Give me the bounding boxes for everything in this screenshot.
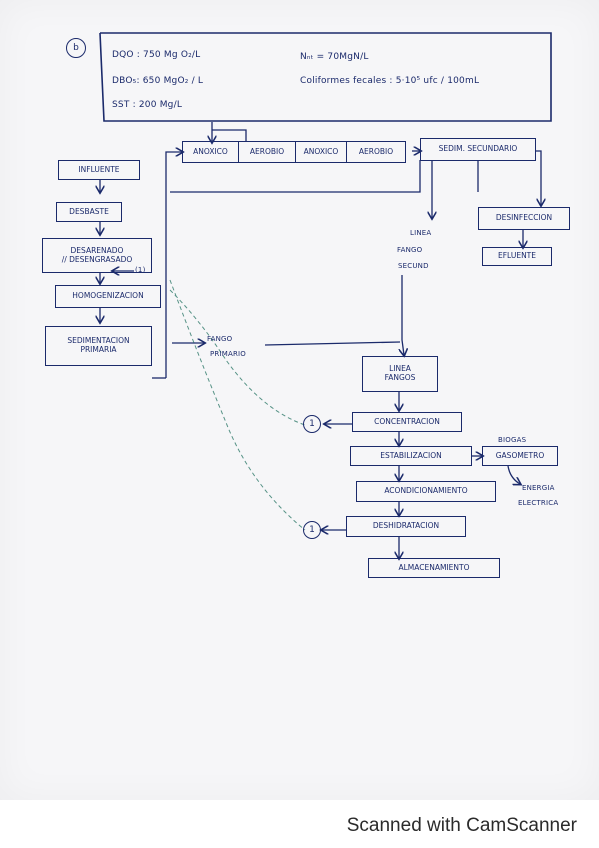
sedim-secundario-label: SEDIM. SECUNDARIO — [438, 144, 518, 154]
estabilizacion-label: ESTABILIZACION — [380, 450, 442, 460]
camscanner-watermark: Scanned with CamScanner — [346, 815, 577, 836]
deshidratacion-box: DESHIDRATACION — [346, 516, 466, 537]
param-sst: SST : 200 Mg/L — [112, 100, 183, 110]
return-label: (1) — [135, 266, 146, 274]
linea-fangos-box: LINEA FANGOS — [362, 356, 438, 392]
return-circle-1: 1 — [303, 415, 321, 433]
param-dqo: DQO : 750 Mg O₂/L — [112, 50, 201, 60]
biogas-label: BIOGAS — [498, 436, 527, 444]
gasometro-box: GASOMETRO — [482, 446, 558, 466]
reactor-aerobio-2: AEROBIO — [346, 141, 406, 163]
primaria-label: PRIMARIA — [80, 345, 117, 354]
param-ntk: Nₙₜ = 70MgN/L — [300, 52, 369, 62]
sedimentacion-label: SEDIMENTACION — [67, 336, 130, 346]
almacenamiento-label: ALMACENAMIENTO — [398, 562, 470, 572]
desbaste-label: DESBASTE — [69, 206, 109, 216]
energia-label-1: ENERGIA — [522, 484, 555, 492]
linea-fango-label-1: LINEA — [410, 229, 432, 237]
gasometro-label: GASOMETRO — [495, 450, 545, 460]
linea-fango-label-3: SECUND — [398, 262, 429, 270]
linea-fangos-label-2: FANGOS — [384, 373, 416, 382]
acondicionamiento-box: ACONDICIONAMIENTO — [356, 481, 496, 502]
sedim-secundario-box: SEDIM. SECUNDARIO — [420, 138, 536, 161]
param-dbo5: DBO₅: 650 MgO₂ / L — [112, 76, 204, 86]
desbaste-box: DESBASTE — [56, 202, 122, 222]
desarenado-box: DESARENADO // DESENGRASADO — [42, 238, 152, 273]
fango-primario-label-1: FANGO — [207, 335, 233, 343]
almacenamiento-box: ALMACENAMIENTO — [368, 558, 500, 578]
sedimentacion-primaria-box: SEDIMENTACION PRIMARIA — [45, 326, 152, 366]
reactor-aerobio-1: AEROBIO — [238, 141, 296, 163]
acondicionamiento-label: ACONDICIONAMIENTO — [384, 486, 468, 496]
desinfeccion-box: DESINFECCION — [478, 207, 570, 230]
efluente-label: EFLUENTE — [497, 251, 537, 261]
param-coliformes: Coliformes fecales : 5·10⁵ ufc / 100mL — [300, 76, 480, 86]
concentracion-label: CONCENTRACION — [374, 416, 440, 426]
homogenizacion-label: HOMOGENIZACION — [72, 291, 144, 301]
deshidratacion-label: DESHIDRATACION — [372, 521, 440, 531]
efluente-box: EFLUENTE — [482, 247, 552, 266]
scanned-paper — [0, 0, 599, 800]
energia-label-2: ELECTRICA — [518, 499, 559, 507]
concentracion-box: CONCENTRACION — [352, 412, 462, 432]
homogenizacion-box: HOMOGENIZACION — [55, 285, 161, 308]
part-label-circle: b — [66, 38, 86, 58]
linea-fango-label-2: FANGO — [397, 246, 423, 254]
reactor-anoxico-1: ANOXICO — [182, 141, 239, 163]
desarenado-label: DESARENADO — [70, 245, 124, 255]
linea-fangos-label-1: LINEA — [389, 364, 411, 374]
part-label: b — [73, 43, 79, 53]
desinfeccion-label: DESINFECCION — [495, 213, 553, 223]
reactor-anoxico-2: ANOXICO — [295, 141, 347, 163]
influente-box: INFLUENTE — [58, 160, 140, 180]
return-circle-2: 1 — [303, 521, 321, 539]
flow-connectors — [0, 32, 552, 800]
influente-label: INFLUENTE — [78, 164, 120, 174]
estabilizacion-box: ESTABILIZACION — [350, 446, 472, 466]
fango-primario-label-2: PRIMARIO — [210, 350, 247, 358]
desengrasado-label: // DESENGRASADO — [61, 254, 133, 264]
